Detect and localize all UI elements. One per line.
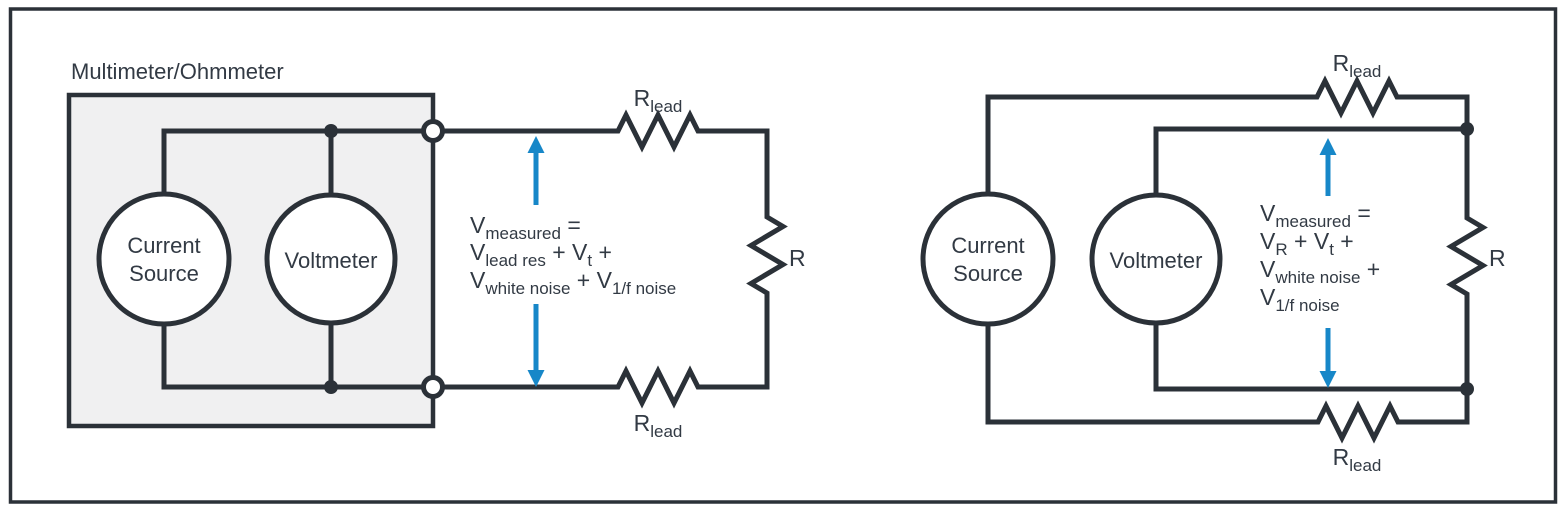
right-sense-wires: [1153, 126, 1470, 392]
arrow-up-head-icon: [1319, 138, 1337, 155]
left-equation-line1: Vmeasured =: [470, 212, 581, 243]
left-inner-wires: [161, 128, 436, 390]
arrow-down-head-icon: [527, 370, 545, 387]
current-source-label-line1: Current: [127, 233, 200, 258]
right-equation-line1: Vmeasured =: [1260, 200, 1371, 231]
r-resistor-label: R: [1489, 245, 1506, 271]
right-equation-line2: VR + Vt +: [1260, 228, 1354, 259]
right-external-loop-with-resistors: [985, 75, 1488, 444]
multimeter-box-label: Multimeter/Ohmmeter: [71, 59, 284, 84]
terminal-top-icon: [421, 119, 445, 143]
r-lead-bottom-label: Rlead: [634, 410, 683, 441]
r-lead-top-label: Rlead: [634, 85, 683, 116]
current-source-label-line2: Source: [129, 261, 199, 286]
arrow-down-head-icon: [1319, 371, 1337, 388]
right-equation: Vmeasured = VR + Vt + Vwhite noise + V1/…: [1260, 200, 1380, 315]
right-circuit: Current Source Voltmeter Rlead Rlead R V…: [920, 50, 1506, 475]
current-source-label-line1: Current: [951, 233, 1024, 258]
right-voltage-arrows: [1319, 138, 1337, 388]
left-voltage-arrows: [527, 136, 545, 387]
voltmeter-circle: [264, 192, 398, 326]
current-source-circle: [96, 191, 232, 327]
left-circuit: Multimeter/Ohmmeter Current Source Voltm…: [66, 59, 806, 441]
left-equation-line2: Vlead res + Vt +: [470, 239, 612, 270]
junction-dot-bottom: [1460, 382, 1474, 396]
r-lead-top-label: Rlead: [1333, 50, 1382, 81]
r-resistor-label: R: [789, 245, 806, 271]
current-source-label-line2: Source: [953, 261, 1023, 286]
junction-dot-top: [324, 124, 338, 138]
right-wire-group: [920, 75, 1488, 444]
right-equation-line3: Vwhite noise +: [1260, 256, 1380, 287]
arrow-up-head-icon: [527, 136, 545, 153]
left-equation: Vmeasured = Vlead res + Vt + Vwhite nois…: [470, 212, 676, 298]
current-source-circle: [920, 191, 1056, 327]
left-external-loop-with-resistors: [439, 109, 788, 409]
voltmeter-circle: [1089, 192, 1223, 326]
left-equation-line3: Vwhite noise + V1/f noise: [470, 267, 676, 298]
voltmeter-label: Voltmeter: [1110, 248, 1203, 273]
r-lead-bottom-label: Rlead: [1333, 444, 1382, 475]
junction-dot-bottom: [324, 380, 338, 394]
outer-frame: [8, 7, 1558, 504]
left-wire-group: [66, 92, 788, 429]
voltmeter-label: Voltmeter: [285, 248, 378, 273]
terminal-bottom-icon: [421, 375, 445, 399]
junction-dot-top: [1460, 122, 1474, 136]
right-equation-line4: V1/f noise: [1260, 284, 1340, 315]
